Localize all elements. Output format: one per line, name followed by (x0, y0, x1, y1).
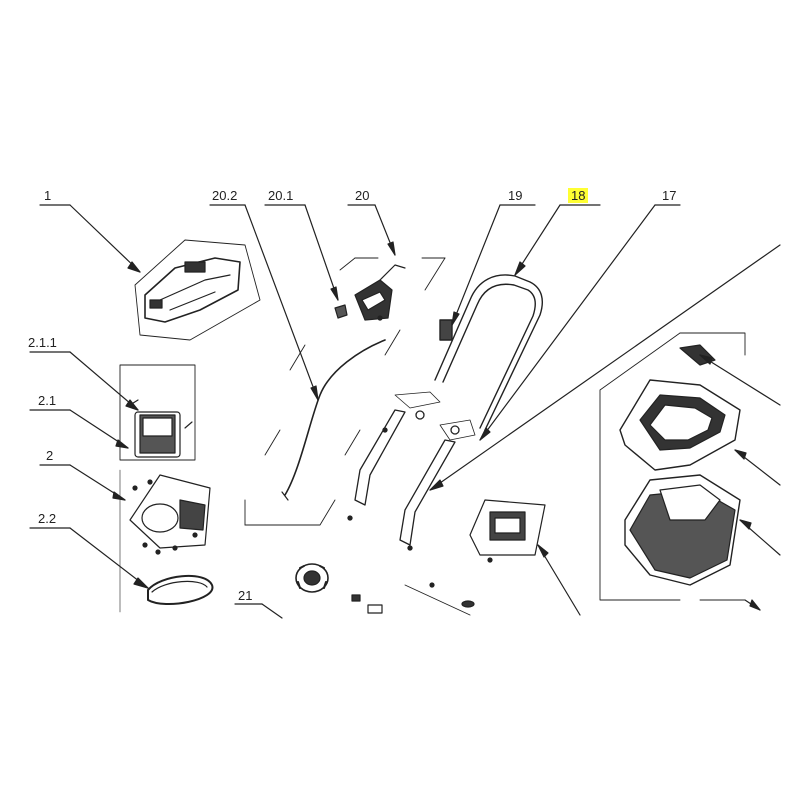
callout-21: 21 (238, 588, 253, 603)
callout-20-2: 20.2 (212, 188, 238, 203)
grass-collector-group (599, 332, 746, 601)
cable-group-frame (244, 257, 446, 526)
part-1-motor-cover (134, 239, 261, 341)
battery-pack (469, 499, 546, 563)
part-2-1-motor-assembly (119, 364, 196, 461)
callout-20: 20 (355, 188, 370, 203)
callout-2-1-1: 2.1.1 (28, 335, 57, 350)
callout-19: 19 (508, 188, 523, 203)
callout-18-highlighted: 18 (568, 188, 589, 203)
part-17-lower-handle (347, 391, 476, 551)
leader-1-pointer (69, 204, 141, 273)
part-18-upper-handle (434, 274, 543, 431)
part-2-2-belt (147, 574, 214, 606)
wheel (295, 563, 329, 593)
callout-2: 2 (46, 448, 54, 463)
leader-long (429, 244, 781, 491)
part-20-1-clip (334, 304, 348, 319)
callout-1: 1 (44, 188, 52, 203)
part-20-switch (354, 264, 406, 321)
part-20-2-cable (284, 339, 386, 496)
callout-2-2: 2.2 (38, 511, 57, 526)
small-parts (351, 582, 475, 616)
callout-2-1: 2.1 (38, 393, 57, 408)
callout-20-1: 20.1 (268, 188, 294, 203)
part-2-deck-plate (129, 474, 211, 555)
callout-17: 17 (662, 188, 677, 203)
